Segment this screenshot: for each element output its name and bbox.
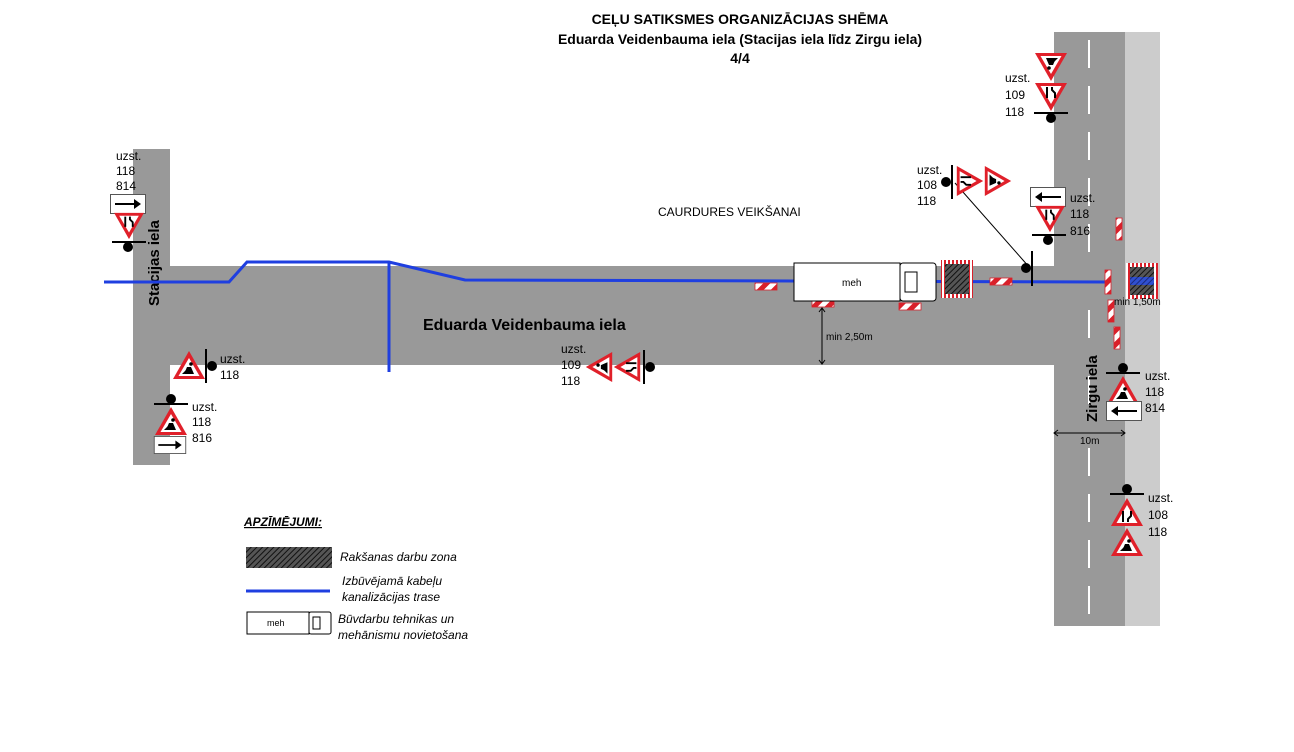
svg-text:118: 118	[192, 415, 211, 429]
arrow-left-sign-icon	[1106, 401, 1142, 421]
svg-text:118: 118	[561, 374, 580, 388]
svg-text:kanalizācijas trase: kanalizācijas trase	[342, 590, 440, 604]
diagram-title-line1: CEĻU SATIKSMES ORGANIZĀCIJAS SHĒMA	[591, 11, 889, 27]
svg-text:uzst.: uzst.	[1070, 191, 1095, 205]
label-stacijas: Stacijas iela	[146, 219, 163, 306]
svg-text:118: 118	[1005, 105, 1024, 119]
signgroup-top-left: uzst. 118 814	[110, 149, 146, 252]
dimension-10m-label: 10m	[1080, 436, 1099, 447]
svg-text:118: 118	[1145, 385, 1164, 399]
svg-text:118: 118	[116, 164, 135, 178]
svg-text:meh: meh	[267, 618, 285, 628]
arrow-left-sign-icon	[1030, 187, 1066, 207]
drilling-note: CAURDURES VEIKŠANAI	[658, 204, 801, 219]
svg-text:uzst.: uzst.	[917, 163, 942, 177]
svg-text:uzst.: uzst.	[1005, 71, 1030, 85]
legend: APZĪMĒJUMI: Rakšanas darbu zona Izbūvēja…	[243, 515, 468, 642]
svg-text:uzst.: uzst.	[1148, 491, 1173, 505]
dimension-150-label: min 1,50m	[1114, 297, 1161, 308]
svg-text:816: 816	[1070, 224, 1090, 238]
svg-text:Rakšanas darbu zona: Rakšanas darbu zona	[340, 550, 457, 564]
signgroup-right-low: uzst. 108 118	[1110, 484, 1173, 556]
svg-text:814: 814	[1145, 401, 1165, 415]
svg-text:109: 109	[1005, 88, 1025, 102]
legend-hatch-swatch	[246, 547, 332, 568]
signgroup-right-upper: uzst. 118 816	[1021, 187, 1095, 286]
signgroup-right-mid: uzst. 118 814	[1106, 363, 1170, 421]
svg-text:118: 118	[1148, 525, 1167, 539]
svg-text:118: 118	[1070, 207, 1089, 221]
label-zirgu: Zirgu iela	[1084, 355, 1101, 422]
diagram-title-line2: Eduarda Veidenbauma iela (Stacijas iela …	[557, 31, 923, 47]
svg-text:Būvdarbu tehnikas un: Būvdarbu tehnikas un	[338, 612, 454, 626]
svg-text:816: 816	[192, 431, 212, 445]
roadworks-sign-icon	[985, 166, 1011, 196]
narrowing-sign-icon	[957, 166, 983, 196]
excavation-pit-1	[941, 260, 973, 298]
dimension-250-label: min 2,50m	[826, 332, 873, 343]
signgroup-top-right: uzst. 109 118	[1005, 53, 1068, 123]
vehicle: meh	[793, 262, 937, 302]
dimension-250: min 2,50m	[818, 307, 873, 365]
legend-heading: APZĪMĒJUMI:	[243, 515, 322, 529]
svg-text:uzst.: uzst.	[1145, 369, 1170, 383]
dimension-10m: 10m	[1053, 429, 1126, 447]
svg-text:Izbūvējamā kabeļu: Izbūvējamā kabeļu	[342, 574, 442, 588]
arrow-right-sign-icon	[110, 194, 146, 214]
diagram-title-line3: 4/4	[730, 50, 750, 66]
svg-text:uzst.: uzst.	[561, 342, 586, 356]
label-veidenbauma: Eduarda Veidenbauma iela	[423, 317, 626, 334]
barriers	[754, 217, 1123, 350]
svg-text:109: 109	[561, 358, 581, 372]
excavation-pit-2	[1126, 263, 1158, 299]
svg-text:uzst.: uzst.	[116, 149, 141, 163]
arrow-right-sign-icon	[153, 436, 187, 454]
svg-text:108: 108	[917, 178, 937, 192]
vehicle-label: meh	[842, 278, 861, 289]
cable-route	[104, 260, 1109, 372]
svg-text:118: 118	[220, 368, 239, 382]
svg-text:108: 108	[1148, 508, 1168, 522]
signgroup-mid-left: uzst. 118	[173, 349, 245, 383]
svg-text:uzst.: uzst.	[192, 400, 217, 414]
svg-text:uzst.: uzst.	[220, 352, 245, 366]
svg-text:118: 118	[917, 194, 936, 208]
road-zirgu-sidewalk	[1125, 32, 1160, 626]
roads	[133, 32, 1160, 626]
svg-text:mehānismu novietošana: mehānismu novietošana	[338, 628, 468, 642]
leader-line	[954, 182, 1031, 269]
svg-text:814: 814	[116, 179, 136, 193]
signgroup-top-mid: uzst. 108 118	[917, 163, 1011, 208]
signgroup-bottom-left: uzst. 118 816	[153, 394, 217, 454]
signgroup-bottom-mid: uzst. 109 118	[561, 342, 655, 388]
